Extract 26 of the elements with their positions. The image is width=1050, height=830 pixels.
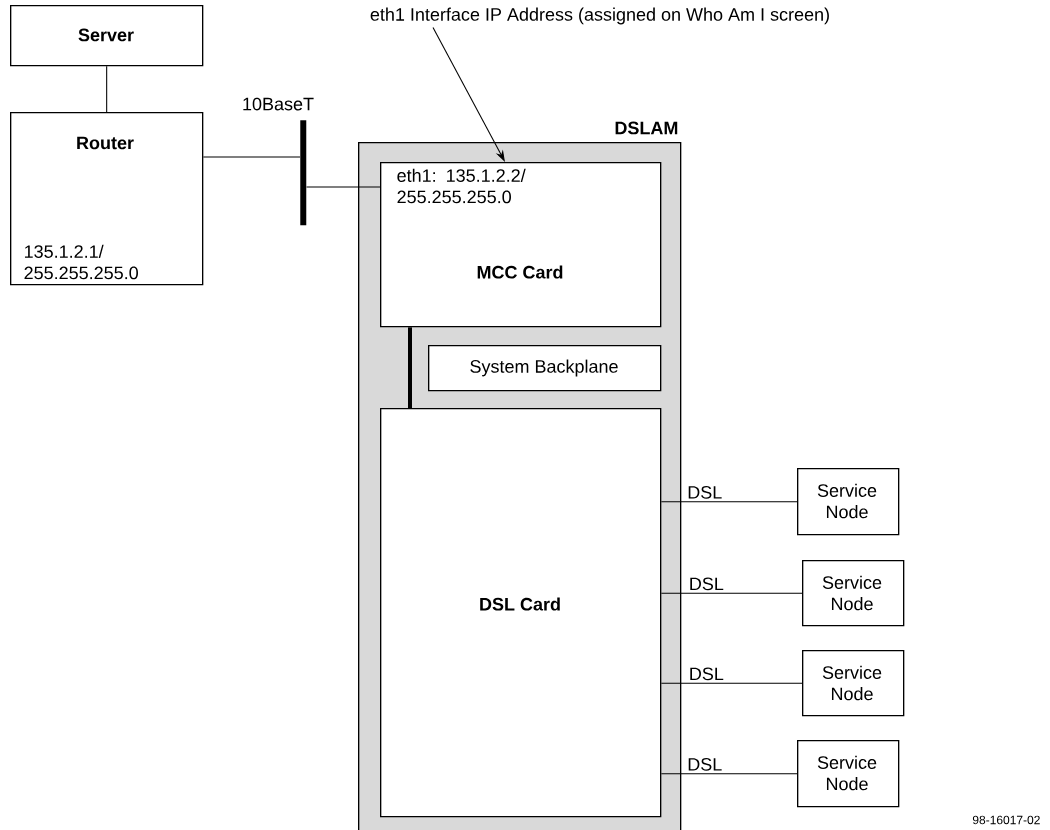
edge-label: DSL (687, 666, 726, 682)
edge-label: DSL (685, 756, 724, 773)
node-label: DSLAM (615, 121, 678, 135)
cable-line (202, 156, 301, 158)
edge-label: DSL (685, 484, 724, 501)
card-box: DSL Card (380, 408, 662, 818)
backplane-bus (408, 327, 412, 408)
figure-number: 98-16017-02 (972, 815, 1040, 825)
edge-label: DSL (687, 576, 726, 592)
leader-arrow (432, 27, 505, 162)
card-box: eth1: 135.1.2.2/ 255.255.255.0 MCC Card (380, 162, 662, 328)
cable-line (660, 773, 798, 775)
service-node-box: Service Node (802, 560, 905, 627)
bus-label: 10BaseT (243, 97, 314, 111)
backplane-box: System Backplane (428, 345, 662, 392)
cable-line (660, 592, 803, 594)
cable-line (106, 65, 108, 113)
cable-line (306, 186, 381, 188)
service-node-box: Service Node (797, 468, 900, 536)
annotation-text: eth1 Interface IP Address (assigned on Who Am I screen) (370, 7, 829, 25)
cable-line (660, 682, 803, 684)
cable-line (660, 501, 798, 503)
server-box: Server (10, 5, 204, 67)
router-box: Router 135.1.2.1/ 255.255.255.0 (10, 112, 204, 286)
service-node-box: Service Node (797, 740, 900, 808)
service-node-box: Service Node (802, 650, 905, 717)
